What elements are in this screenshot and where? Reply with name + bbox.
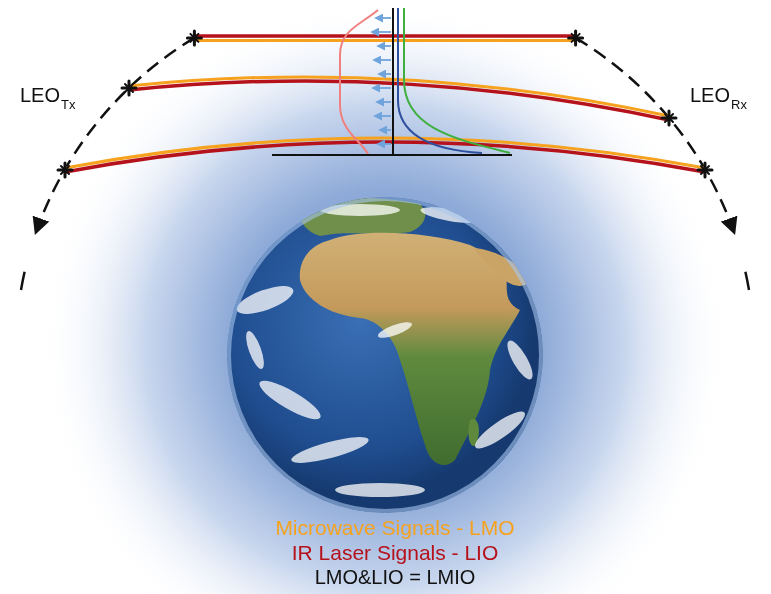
atmospheric-profile (272, 8, 512, 155)
signal-caption: Microwave Signals - LMO (275, 516, 514, 539)
signal-caption: LMO&LIO = LMIO (315, 566, 476, 588)
satellite-subscript: Rx (731, 98, 747, 112)
signal-caption: IR Laser Signals - LIO (292, 541, 499, 564)
earth-globe (227, 197, 543, 513)
satellite-marker (58, 31, 712, 177)
atmosphere-glow (40, 0, 730, 594)
signal-path (65, 36, 705, 172)
satellite-subscript: Tx (61, 98, 75, 112)
satellite-label: LEO (690, 84, 730, 106)
satellite-orbit (21, 38, 749, 290)
satellite-label: LEO (20, 84, 60, 106)
